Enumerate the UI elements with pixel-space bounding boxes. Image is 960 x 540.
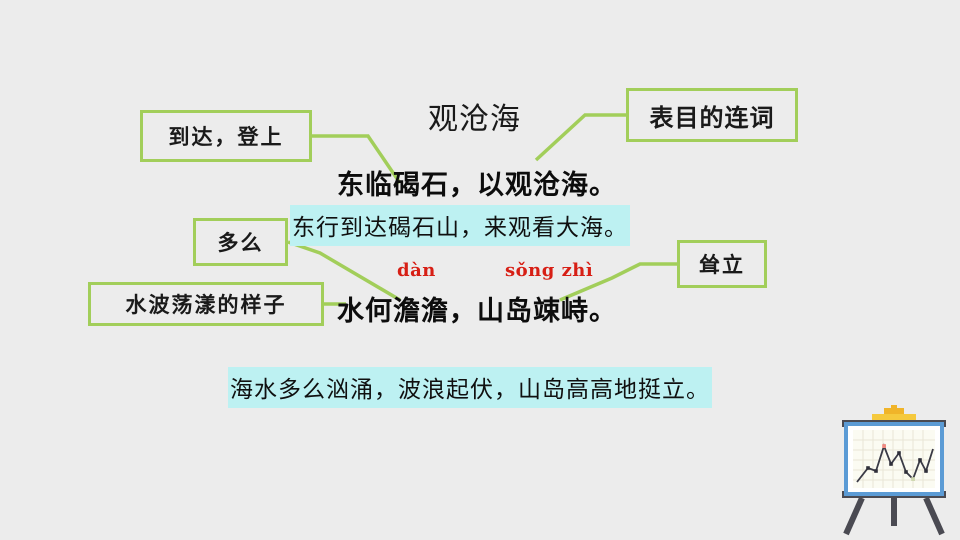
page-title: 观沧海 (428, 102, 521, 137)
easel-chart-markers (866, 451, 928, 474)
pinyin-dan: dàn (397, 260, 436, 281)
connector-purpose (534, 113, 626, 162)
callout-tower: 耸立 (677, 240, 767, 288)
easel-leg-right (923, 496, 945, 536)
poem-line-2: 水何澹澹，山岛竦峙。 (337, 296, 617, 327)
easel-clip-stem (891, 405, 897, 417)
easel-tray (872, 414, 916, 422)
easel-chart-marker-peak (882, 444, 886, 448)
easel-chart-marker-trough (911, 477, 915, 481)
translation-line-1: 东行到达碣石山，来观看大海。 (290, 205, 630, 246)
callout-howmuch: 多么 (193, 218, 288, 266)
pinyin-songzhi: sǒng zhì (505, 260, 594, 281)
easel-line-chart-icon (842, 405, 946, 536)
callout-arrive: 到达，登上 (140, 110, 312, 162)
easel-leg-left (843, 496, 865, 536)
callout-ripple: 水波荡漾的样子 (88, 282, 324, 326)
poem-line-1: 东临碣石，以观沧海。 (337, 170, 617, 201)
translation-line-2: 海水多么汹涌，波浪起伏，山岛高高地挺立。 (228, 367, 712, 408)
callout-purpose: 表目的连词 (626, 88, 798, 142)
